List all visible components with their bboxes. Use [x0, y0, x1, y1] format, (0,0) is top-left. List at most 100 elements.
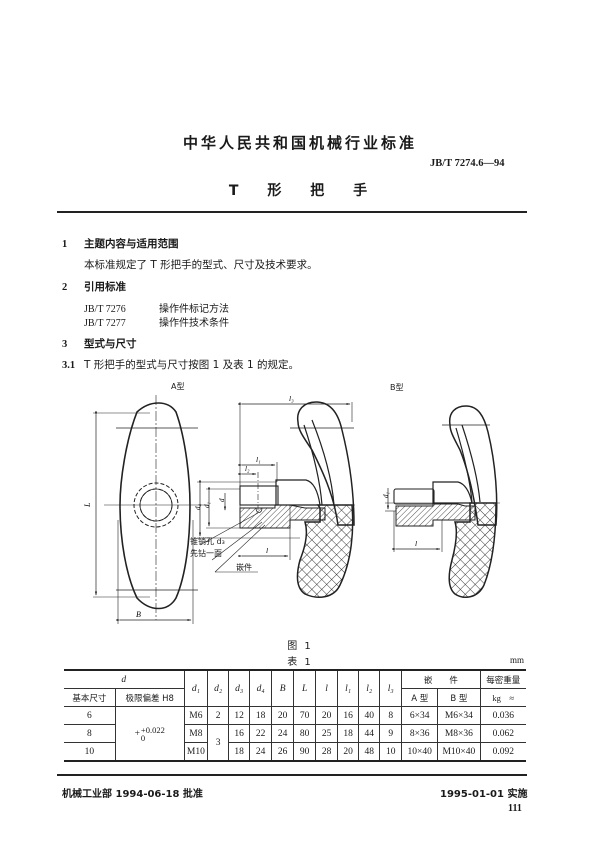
dim-d1-label: d₁: [203, 502, 211, 508]
cell-insert-b: M10×40: [437, 742, 481, 762]
cell-l2: 40: [358, 706, 381, 725]
tolerance-lower: 0: [140, 732, 146, 743]
cell-weight: 0.062: [479, 724, 526, 743]
header-l3: l₃: [379, 669, 403, 707]
cell-L: 90: [293, 742, 317, 762]
cell-l2: 48: [358, 742, 381, 762]
dim-l1-label: l₁: [256, 455, 261, 464]
cell-weight: 0.036: [479, 706, 526, 725]
cell-d4: 18: [249, 706, 273, 725]
cell-l3: 9: [379, 724, 403, 743]
header-insert-a: A 型: [401, 688, 439, 707]
cell-insert-a: 6×34: [401, 706, 439, 725]
reference-code: JB/T 7276: [84, 304, 126, 315]
clause-number: 3.1: [62, 360, 76, 371]
reference-item: JB/T 7276 操作件标记方法: [84, 300, 229, 315]
cell-weight: 0.092: [479, 742, 526, 762]
reference-item: JB/T 7277 操作件技术条件: [84, 314, 229, 329]
dim-d4-label: d₄: [194, 504, 202, 511]
section-title: 引用标准: [84, 281, 126, 293]
cell-d4: 24: [249, 742, 273, 762]
cell-l1: 20: [337, 742, 360, 762]
cell-l1: 18: [337, 724, 360, 743]
footer-divider: [57, 774, 527, 776]
header-tolerance: 极限偏差 H8: [114, 688, 185, 707]
drill-first-note: 先钻一面: [190, 549, 222, 558]
table-subheader-row: 基本尺寸 极限偏差 H8 A 型 B 型 kg ≈: [64, 688, 526, 707]
page-number: 111: [508, 803, 522, 814]
header-insert: 嵌 件: [401, 669, 481, 689]
tolerance-sign: +: [134, 728, 140, 739]
section-title: 型式与尺寸: [84, 338, 137, 350]
dim-B-label: B: [136, 610, 141, 619]
reference-title: 操作件标记方法: [159, 304, 229, 315]
cell-B: 20: [271, 706, 295, 725]
header-d2: d₂: [207, 669, 230, 707]
table-row: 10 M10 18 24 26 90 28 20 48 10 10×40 M10…: [64, 742, 526, 762]
section-number: 1: [62, 239, 68, 250]
reference-code: JB/T 7277: [84, 318, 126, 329]
pin-hole-note: 锥销孔 d₃: [190, 537, 225, 546]
type-a-section-view: [197, 401, 355, 598]
cell-d: 6: [64, 706, 116, 725]
cell-d4: 22: [249, 724, 273, 743]
cell-insert-a: 10×40: [401, 742, 439, 762]
header-weight: 每密重量: [479, 669, 526, 689]
header-d4: d₄: [249, 669, 273, 707]
header-d1: d₁: [183, 669, 209, 707]
cell-l2: 44: [358, 724, 381, 743]
header-divider: [57, 211, 527, 213]
dim-l2-label: l₂: [245, 465, 250, 473]
standard-code: JB/T 7274.6—94: [430, 158, 505, 169]
dim-L-label: L: [83, 502, 92, 508]
cell-L: 80: [293, 724, 317, 743]
cell-insert-b: M8×36: [437, 724, 481, 743]
type-a-front-view: [93, 395, 208, 624]
header-weight-unit: kg ≈: [479, 688, 526, 707]
section-number: 2: [62, 282, 68, 293]
dim-d-label: d: [218, 498, 226, 502]
type-b-section-view: [385, 405, 500, 598]
table-unit: mm: [510, 655, 525, 665]
cell-l: 28: [315, 742, 339, 762]
dim-l-label: l: [266, 546, 268, 555]
cell-l3: 8: [379, 706, 403, 725]
dim-l3-label: l₃: [289, 394, 294, 403]
section-2-heading: 2 引用标准: [62, 279, 126, 294]
type-b-dim-l-label: l: [415, 539, 417, 548]
section-1-body: 本标准规定了 T 形把手的型式、尺寸及技术要求。: [84, 259, 318, 271]
cell-d3: 16: [228, 724, 251, 743]
cell-d1: M6: [183, 706, 209, 725]
header-L: L: [293, 669, 317, 707]
cell-l: 25: [315, 724, 339, 743]
type-b-dim-d1-label: d₁: [382, 492, 390, 498]
header-d3: d₃: [228, 669, 251, 707]
cell-d: 8: [64, 724, 116, 743]
cell-d2: 3: [207, 724, 230, 762]
cell-l3: 10: [379, 742, 403, 762]
type-a-label: A型: [171, 382, 185, 391]
table-caption: 表 1: [287, 657, 313, 668]
cell-d1: M10: [183, 742, 209, 762]
spec-table: d d₁ d₂ d₃ d₄ B L l l₁ l₂ l₃ 嵌 件 每密重量 基本…: [64, 669, 526, 762]
effective-date: 1995-01-01 实施: [440, 789, 528, 800]
reference-title: 操作件技术条件: [159, 318, 229, 329]
cell-d: 10: [64, 742, 116, 762]
cell-d2: 2: [207, 706, 230, 725]
clause-3-1: 3.1 T 形把手的型式与尺寸按图 1 及表 1 的规定。: [62, 357, 299, 372]
table-header-row: d d₁ d₂ d₃ d₄ B L l l₁ l₂ l₃ 嵌 件 每密重量: [64, 669, 526, 707]
cell-d3: 12: [228, 706, 251, 725]
header-l1: l₁: [337, 669, 360, 707]
cell-B: 26: [271, 742, 295, 762]
page-title: T 形 把 手: [228, 183, 380, 199]
standard-body-title: 中华人民共和国机械行业标准: [182, 134, 417, 152]
clause-text: T 形把手的型式与尺寸按图 1 及表 1 的规定。: [84, 359, 299, 371]
cell-l1: 16: [337, 706, 360, 725]
table-row: 8 M8 3 16 22 24 80 25 18 44 9 8×36 M8×36…: [64, 724, 526, 762]
cell-L: 70: [293, 706, 317, 725]
cell-d3: 18: [228, 742, 251, 762]
